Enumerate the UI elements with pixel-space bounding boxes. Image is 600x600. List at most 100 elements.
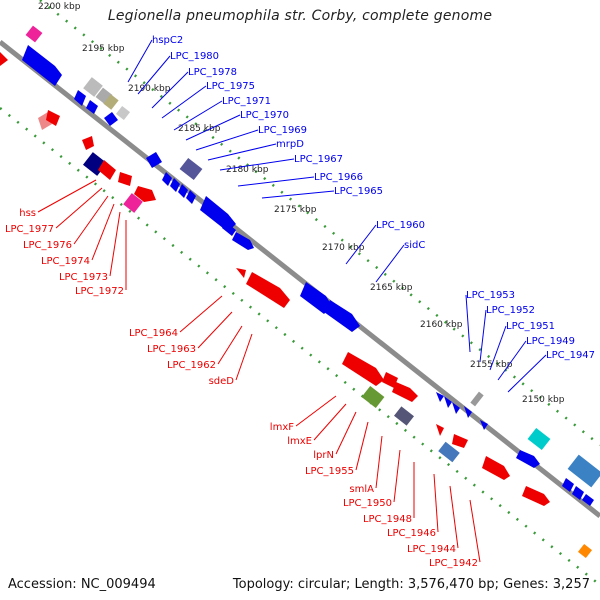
forward-gene-arrow[interactable] [146, 152, 162, 168]
forward-gene-leader [497, 340, 527, 381]
reverse-gene-arrow[interactable] [134, 186, 156, 202]
reverse-gene-leader [217, 325, 243, 365]
reverse-gene-label: LPC_1948 [363, 514, 412, 525]
reverse-gene-leader [433, 473, 439, 533]
gene-block[interactable] [103, 94, 119, 110]
reverse-gene-label: lmxE [287, 436, 312, 447]
forward-gene-label: LPC_1980 [170, 51, 219, 62]
forward-gene-arrow[interactable] [178, 184, 188, 198]
gene-block[interactable] [115, 105, 131, 121]
reverse-gene-label: LPC_1955 [305, 466, 354, 477]
forward-gene-label: LPC_1947 [546, 350, 595, 361]
reverse-gene-arrow[interactable] [392, 382, 418, 402]
forward-gene-arrow[interactable] [572, 486, 584, 500]
reverse-gene-arrow[interactable] [452, 434, 468, 448]
forward-gene-arrow[interactable] [436, 392, 444, 402]
forward-gene-arrow[interactable] [74, 90, 86, 106]
reverse-gene-label: LPC_1972 [75, 286, 124, 297]
gene-block[interactable] [361, 385, 385, 409]
reverse-gene-leader [375, 435, 383, 489]
kbp-scale-label: 2200 kbp [38, 2, 81, 12]
accession-label: Accession: NC_009494 [8, 577, 156, 592]
forward-gene-arrow[interactable] [464, 406, 472, 418]
gene-block[interactable] [123, 193, 143, 213]
reverse-gene-label: LPC_1974 [41, 256, 90, 267]
forward-gene-leader [489, 325, 507, 371]
reverse-gene-label: LPC_1963 [147, 344, 196, 355]
reverse-gene-arrow[interactable] [236, 268, 246, 278]
forward-gene-leader [479, 309, 487, 363]
forward-gene-arrow[interactable] [562, 478, 574, 492]
kbp-scale-label: 2165 kbp [370, 283, 413, 293]
reverse-gene-leader [295, 395, 337, 427]
reverse-gene-label: LPC_1977 [5, 224, 54, 235]
reverse-gene-label: LPC_1964 [129, 328, 178, 339]
reverse-gene-leader [73, 195, 109, 245]
kbp-scale-label: 2170 kbp [322, 243, 365, 253]
gene-block[interactable] [567, 454, 600, 488]
reverse-gene-arrow[interactable] [82, 136, 94, 150]
gene-block[interactable] [527, 427, 551, 451]
forward-gene-arrow[interactable] [582, 494, 594, 506]
forward-gene-label: sidC [404, 240, 425, 251]
forward-gene-label: LPC_1952 [486, 305, 535, 316]
forward-gene-arrow[interactable] [0, 52, 8, 66]
reverse-gene-leader [179, 295, 223, 333]
reverse-gene-label: LPC_1944 [407, 544, 456, 555]
gene-block[interactable] [83, 77, 103, 97]
forward-gene-leader [237, 176, 315, 187]
reverse-gene-leader [37, 179, 97, 213]
reverse-gene-leader [313, 403, 347, 441]
gene-block[interactable] [470, 391, 484, 407]
forward-gene-arrow[interactable] [222, 222, 236, 236]
kbp-scale-label: 2185 kbp [178, 124, 221, 134]
forward-gene-arrow[interactable] [300, 282, 332, 314]
forward-gene-arrow[interactable] [232, 232, 254, 250]
inner-tick-track [0, 107, 600, 586]
forward-gene-arrow[interactable] [480, 420, 488, 430]
forward-gene-arrow[interactable] [162, 172, 172, 186]
reverse-gene-arrow[interactable] [46, 110, 60, 126]
reverse-gene-label: sdeD [209, 376, 235, 387]
forward-gene-leader [173, 100, 223, 131]
forward-gene-leader [507, 354, 547, 393]
reverse-gene-arrow[interactable] [436, 424, 444, 436]
gene-block[interactable] [438, 441, 460, 463]
forward-gene-label: mrpD [276, 139, 304, 150]
kbp-scale-label: 2180 kbp [226, 165, 269, 175]
forward-gene-label: LPC_1965 [334, 186, 383, 197]
reverse-gene-arrow[interactable] [522, 486, 550, 506]
reverse-gene-arrow[interactable] [382, 372, 398, 388]
forward-gene-leader [137, 55, 171, 95]
gene-block[interactable] [577, 543, 593, 559]
forward-gene-arrow[interactable] [444, 396, 452, 408]
forward-gene-label: LPC_1951 [506, 321, 555, 332]
kbp-scale-label: 2160 kbp [420, 320, 463, 330]
forward-gene-arrow[interactable] [170, 178, 180, 192]
forward-gene-arrow[interactable] [104, 112, 118, 126]
forward-gene-arrow[interactable] [86, 100, 98, 114]
forward-gene-arrow[interactable] [22, 45, 62, 86]
gene-block[interactable] [394, 406, 414, 426]
forward-gene-arrow[interactable] [516, 450, 540, 468]
forward-gene-leader [345, 224, 377, 265]
reverse-gene-arrow[interactable] [342, 352, 384, 386]
forward-gene-arrow[interactable] [452, 402, 460, 414]
reverse-gene-arrow[interactable] [98, 160, 116, 180]
forward-gene-arrow[interactable] [186, 190, 196, 204]
gene-block[interactable] [25, 25, 43, 43]
reverse-gene-label: LPC_1976 [23, 240, 72, 251]
reverse-gene-arrow[interactable] [246, 272, 290, 308]
reverse-gene-label: LPC_1950 [343, 498, 392, 509]
forward-gene-leader [127, 39, 153, 83]
forward-gene-leader [207, 143, 277, 161]
reverse-gene-leader [91, 203, 115, 261]
reverse-gene-label: lmxF [270, 422, 294, 433]
reverse-gene-arrow[interactable] [118, 172, 132, 186]
gene-block[interactable] [179, 157, 203, 181]
forward-gene-label: LPC_1969 [258, 125, 307, 136]
forward-gene-label: LPC_1960 [376, 220, 425, 231]
reverse-gene-arrow[interactable] [482, 456, 510, 480]
forward-gene-arrow[interactable] [324, 300, 360, 332]
forward-gene-leader [161, 85, 207, 119]
